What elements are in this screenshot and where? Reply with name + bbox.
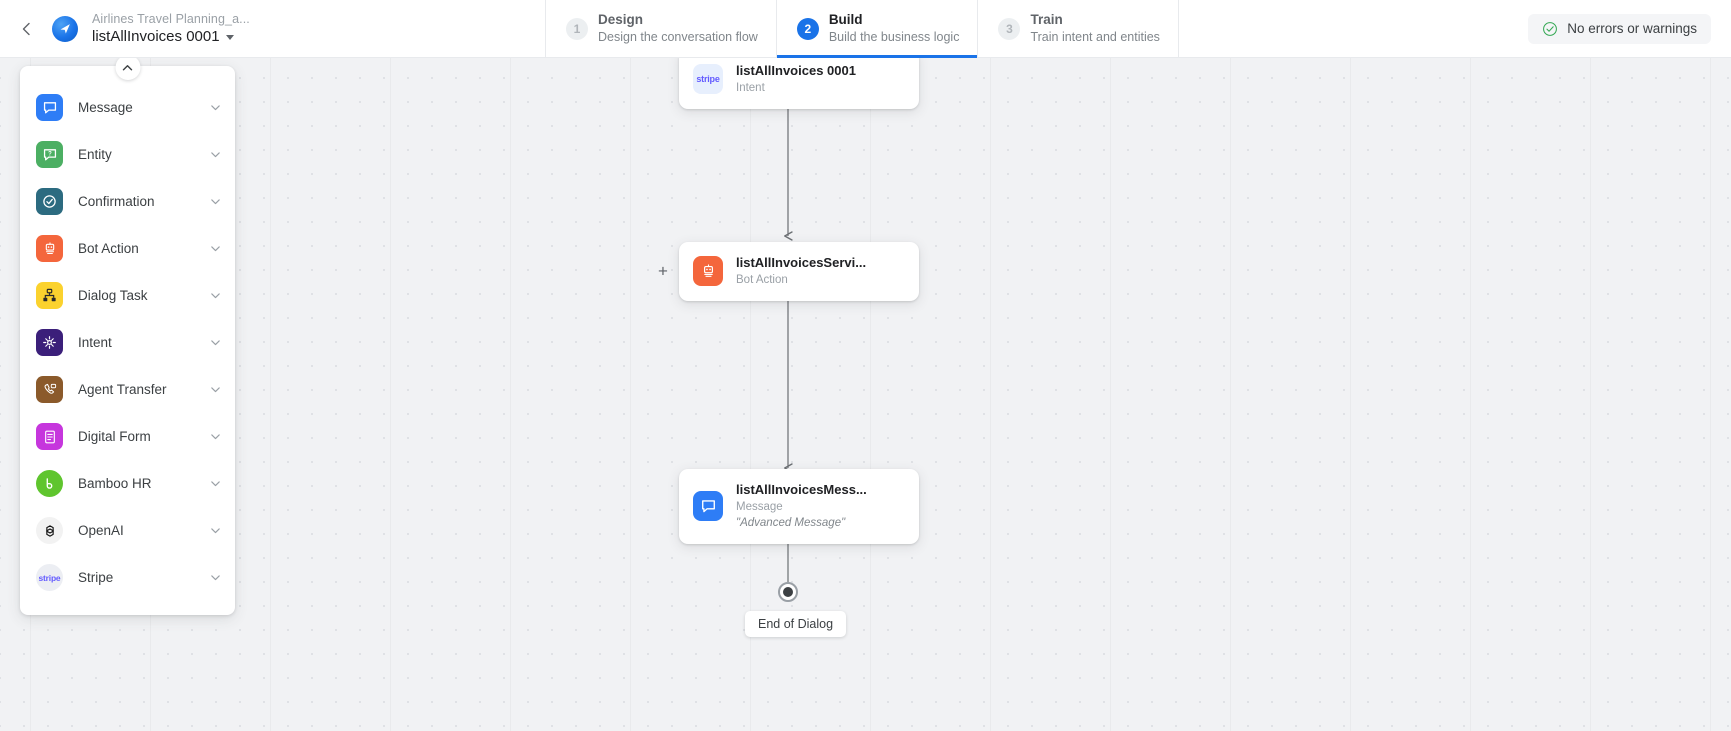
chevron-down-icon[interactable]	[210, 384, 221, 395]
digital-form-icon	[36, 423, 63, 450]
bot-action-icon	[36, 235, 63, 262]
palette-item-message-label: Message	[78, 100, 133, 115]
chevron-down-icon	[225, 35, 234, 41]
tab-design-underline	[546, 55, 776, 58]
flow-node-message-extra: "Advanced Message"	[736, 516, 846, 529]
palette-item-bamboo-hr-label: Bamboo HR	[78, 476, 152, 491]
palette-item-bamboo-hr[interactable]: Bamboo HR	[20, 460, 235, 507]
palette-item-confirmation[interactable]: Confirmation	[20, 178, 235, 225]
palette-collapse-button[interactable]	[115, 58, 140, 80]
palette-item-digital-form[interactable]: Digital Form	[20, 413, 235, 460]
palette-item-dialog-task-label: Dialog Task	[78, 288, 148, 303]
palette-item-entity[interactable]: ? Entity	[20, 131, 235, 178]
chevron-down-icon[interactable]	[210, 337, 221, 348]
flow-nodes: stripe listAllInvoices 0001 Intent + lis…	[0, 58, 1731, 731]
palette-item-agent-transfer-label: Agent Transfer	[78, 382, 167, 397]
palette-item-bot-action-label: Bot Action	[78, 241, 139, 256]
confirmation-icon	[36, 188, 63, 215]
palette-item-bot-action[interactable]: Bot Action	[20, 225, 235, 272]
chevron-left-icon	[22, 22, 30, 35]
status-badge-label: No errors or warnings	[1567, 21, 1697, 36]
flow-node-message[interactable]: listAllInvoicesMess... Message "Advanced…	[679, 469, 919, 544]
tab-build-underline	[776, 55, 978, 58]
back-button[interactable]	[14, 16, 40, 42]
stripe-icon: stripe	[693, 64, 723, 95]
tab-train-label: Train	[1030, 11, 1063, 27]
bot-avatar-icon	[60, 24, 70, 34]
palette-item-digital-form-label: Digital Form	[78, 429, 151, 444]
palette-item-intent[interactable]: Intent	[20, 319, 235, 366]
node-palette: Message ? Entity	[20, 58, 235, 615]
chevron-down-icon[interactable]	[210, 149, 221, 160]
tab-design[interactable]: 1 Design Design the conversation flow	[545, 0, 776, 57]
palette-item-intent-label: Intent	[78, 335, 112, 350]
flow-node-bot-action-subtitle: Bot Action	[736, 273, 788, 286]
tab-design-desc: Design the conversation flow	[598, 29, 758, 44]
palette-item-openai-label: OpenAI	[78, 523, 124, 538]
page-title-dropdown[interactable]: listAllInvoices 0001	[92, 28, 250, 45]
tab-build-desc: Build the business logic	[828, 29, 960, 44]
palette-item-confirmation-label: Confirmation	[78, 194, 155, 209]
palette-item-entity-label: Entity	[78, 147, 112, 162]
message-icon	[693, 491, 723, 522]
bot-avatar[interactable]	[52, 15, 78, 42]
page-title: listAllInvoices 0001	[92, 28, 220, 46]
tab-train-desc: Train intent and entities	[1030, 29, 1160, 44]
flow-node-message-title: listAllInvoicesMess...	[736, 482, 867, 497]
end-node-icon[interactable]	[778, 582, 798, 602]
add-node-button[interactable]: +	[658, 261, 668, 281]
step-number-1: 1	[566, 17, 588, 40]
chevron-down-icon[interactable]	[210, 478, 221, 489]
palette-item-stripe-label: Stripe	[78, 570, 114, 585]
tab-train[interactable]: 3 Train Train intent and entities	[977, 0, 1179, 58]
openai-icon	[36, 517, 63, 544]
flow-node-bot-action[interactable]: + listAllInvoicesServi... Bot Action	[658, 242, 919, 301]
entity-icon: ?	[36, 141, 63, 168]
top-bar: Airlines Travel Planning_a... listAllInv…	[0, 0, 1731, 58]
title-block: Airlines Travel Planning_a... listAllInv…	[92, 12, 250, 46]
flow-node-intent[interactable]: stripe listAllInvoices 0001 Intent	[679, 58, 919, 109]
step-number-2: 2	[796, 17, 819, 40]
tab-build-label: Build	[828, 11, 863, 27]
breadcrumb: Airlines Travel Planning_a...	[92, 11, 250, 26]
flow-canvas[interactable]: Message ? Entity	[0, 58, 1731, 731]
chevron-down-icon[interactable]	[210, 431, 221, 442]
chevron-down-icon[interactable]	[210, 572, 221, 583]
chevron-down-icon[interactable]	[210, 243, 221, 254]
stripe-icon: stripe	[36, 564, 63, 591]
palette-item-message[interactable]: Message	[20, 84, 235, 131]
bot-action-icon	[693, 256, 723, 287]
flow-node-intent-subtitle: Intent	[736, 81, 765, 94]
palette-item-agent-transfer[interactable]: Agent Transfer	[20, 366, 235, 413]
tab-build[interactable]: 2 Build Build the business logic	[775, 0, 978, 58]
palette-item-stripe[interactable]: stripe Stripe	[20, 554, 235, 601]
dialog-task-icon	[36, 282, 63, 309]
palette-item-dialog-task[interactable]: Dialog Task	[20, 272, 235, 319]
agent-transfer-icon	[36, 376, 63, 403]
step-tabs: 1 Design Design the conversation flow 2 …	[545, 0, 1179, 58]
chevron-down-icon[interactable]	[210, 102, 221, 113]
check-circle-icon	[1543, 21, 1558, 36]
chevron-down-icon[interactable]	[210, 290, 221, 301]
chevron-up-icon	[122, 64, 133, 70]
flow-node-intent-title: listAllInvoices 0001	[736, 63, 856, 78]
message-icon	[36, 94, 63, 121]
step-number-3: 3	[998, 17, 1021, 40]
bamboo-hr-icon	[36, 470, 63, 497]
palette-item-openai[interactable]: OpenAI	[20, 507, 235, 554]
chevron-down-icon[interactable]	[210, 196, 221, 207]
flow-node-bot-action-title: listAllInvoicesServi...	[736, 255, 867, 270]
flow-node-message-subtitle: Message	[736, 500, 783, 513]
intent-icon	[36, 329, 63, 356]
chevron-down-icon[interactable]	[210, 525, 221, 536]
top-bar-right: No errors or warnings	[1179, 0, 1731, 57]
svg-text:?: ?	[48, 151, 52, 157]
tab-design-label: Design	[598, 11, 644, 27]
end-of-dialog-label[interactable]: End of Dialog	[745, 611, 847, 637]
top-bar-left: Airlines Travel Planning_a... listAllInv…	[0, 0, 545, 57]
status-badge[interactable]: No errors or warnings	[1528, 13, 1711, 44]
tab-train-underline	[978, 55, 1177, 58]
